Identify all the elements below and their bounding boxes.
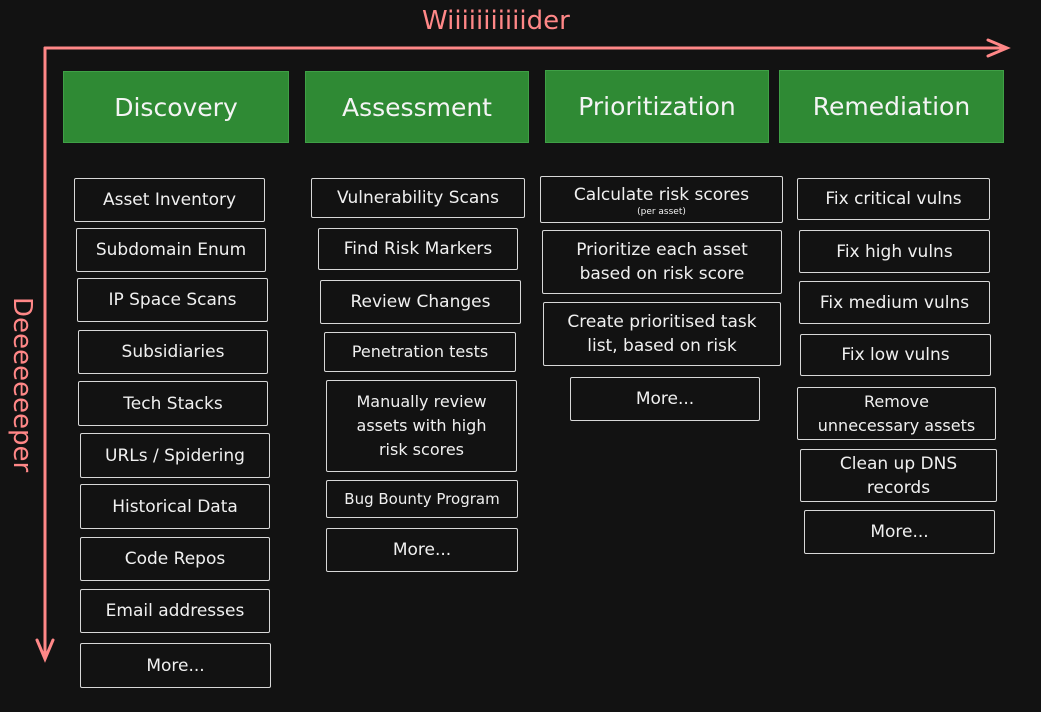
assessment-item: Manually review assets with high risk sc…	[326, 380, 517, 472]
discovery-item: Code Repos	[80, 537, 270, 581]
deeper-axis-label: Deeeeeeeper	[7, 297, 37, 473]
remediation-item: Fix low vulns	[800, 334, 991, 376]
horizontal-arrow	[43, 38, 1011, 58]
header-discovery: Discovery	[63, 71, 289, 143]
vertical-arrow	[35, 46, 55, 663]
discovery-item: Subdomain Enum	[76, 228, 266, 272]
remediation-item: Fix high vulns	[799, 230, 990, 273]
assessment-item: Bug Bounty Program	[326, 480, 518, 518]
header-prioritization: Prioritization	[545, 70, 769, 143]
discovery-item: Asset Inventory	[74, 178, 265, 222]
discovery-item: Tech Stacks	[78, 381, 268, 426]
assessment-item: Vulnerability Scans	[311, 178, 525, 218]
prioritization-item: Calculate risk scores (per asset)	[540, 176, 783, 223]
header-remediation: Remediation	[779, 70, 1004, 143]
prioritization-item: Prioritize each asset based on risk scor…	[542, 230, 782, 294]
discovery-item: URLs / Spidering	[80, 433, 270, 478]
remediation-item: Fix critical vulns	[797, 178, 990, 220]
wider-axis-label: Wiiiiiiiiiiider	[422, 6, 570, 36]
discovery-item: Historical Data	[80, 484, 270, 529]
remediation-more: More...	[804, 510, 995, 554]
prioritization-more: More...	[570, 377, 760, 421]
discovery-item: Email addresses	[80, 589, 270, 633]
discovery-more: More...	[80, 643, 271, 688]
prioritization-item: Create prioritised task list, based on r…	[543, 302, 781, 366]
remediation-item: Fix medium vulns	[799, 281, 990, 324]
discovery-item: IP Space Scans	[77, 278, 268, 322]
assessment-item: Find Risk Markers	[318, 228, 518, 270]
header-assessment: Assessment	[305, 71, 529, 143]
remediation-item: Remove unnecessary assets	[797, 387, 996, 440]
assessment-item: Penetration tests	[324, 332, 516, 372]
assessment-item: Review Changes	[320, 280, 521, 324]
remediation-item: Clean up DNS records	[800, 449, 997, 502]
item-label: Calculate risk scores	[573, 184, 750, 205]
item-note: (per asset)	[637, 206, 686, 217]
assessment-more: More...	[326, 528, 518, 572]
discovery-item: Subsidiaries	[78, 330, 268, 374]
